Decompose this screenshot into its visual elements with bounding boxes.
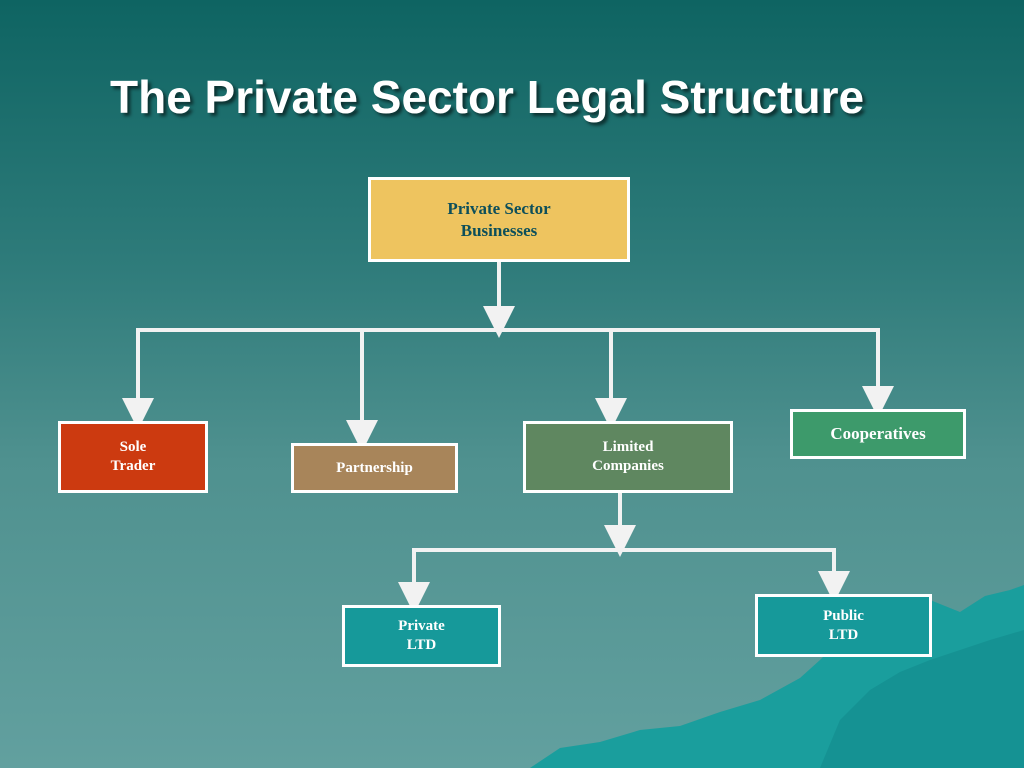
box-sole-trader: Sole Trader — [58, 421, 208, 493]
box-public-ltd: Public LTD — [755, 594, 932, 657]
box-private-ltd: Private LTD — [342, 605, 501, 667]
box-limited-companies: Limited Companies — [523, 421, 733, 493]
mountain-shade — [820, 630, 1024, 768]
box-private-sector-businesses: Private Sector Businesses — [368, 177, 630, 262]
box-cooperatives: Cooperatives — [790, 409, 966, 459]
box-partnership: Partnership — [291, 443, 458, 493]
slide-title: The Private Sector Legal Structure — [110, 71, 865, 123]
